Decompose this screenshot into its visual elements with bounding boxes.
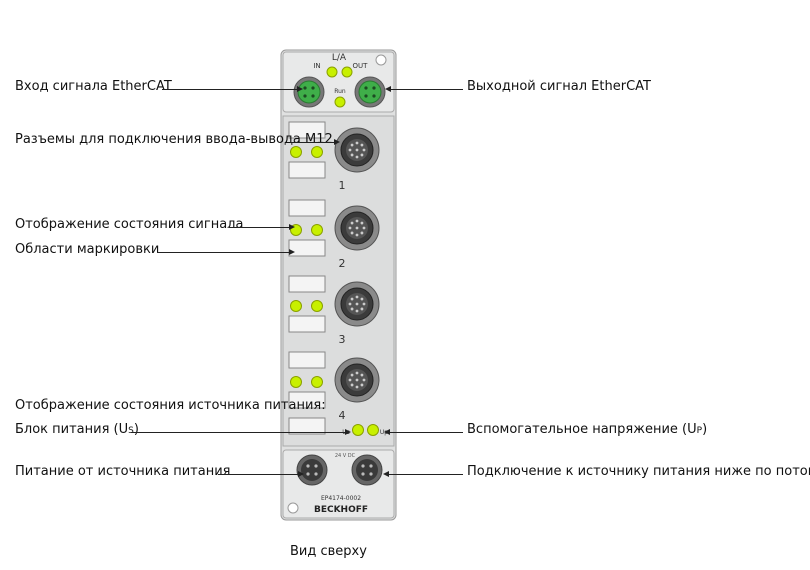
status-led	[311, 146, 323, 158]
caption-top-view: Вид сверху	[290, 544, 367, 559]
status-led	[290, 146, 302, 158]
marking-area	[288, 161, 326, 179]
marking-area	[288, 391, 326, 409]
io-port-group-4: 4	[288, 351, 380, 422]
led-la-out	[341, 66, 353, 78]
leader-power-up	[390, 432, 463, 433]
leader-power-downstream	[389, 474, 463, 475]
arrow-power-us	[345, 429, 351, 435]
arrow-marking-areas	[289, 249, 295, 255]
out-label: OUT	[353, 62, 369, 70]
leader-m12	[290, 142, 334, 143]
status-led	[290, 376, 302, 388]
arrow-power-supply	[298, 471, 304, 477]
led-up	[367, 424, 379, 436]
led-run	[334, 96, 346, 108]
io-port-group-1: 1	[288, 121, 380, 192]
led-us	[352, 424, 364, 436]
io-port-group-2: 2	[288, 199, 380, 270]
in-label: IN	[313, 62, 320, 70]
marking-area-power	[288, 417, 326, 435]
arrow-power-downstream	[383, 471, 389, 477]
status-led	[311, 224, 323, 236]
model-label: EP4174-0002	[321, 495, 361, 502]
label-marking-areas: Области маркировки	[15, 242, 160, 257]
io-port-group-3: 3	[288, 275, 380, 346]
led-la-in	[326, 66, 338, 78]
mount-hole-top	[375, 54, 387, 66]
la-label: L/A	[332, 53, 347, 63]
marking-area	[288, 199, 326, 217]
port-number: 3	[339, 333, 346, 346]
leader-ethercat-out	[391, 89, 463, 90]
arrow-ethercat-out	[385, 86, 391, 92]
marking-area	[288, 121, 326, 139]
marking-area	[288, 239, 326, 257]
port-number: 1	[339, 179, 346, 192]
brand-label: BECKHOFF	[314, 505, 368, 515]
marking-area	[288, 275, 326, 293]
mount-hole-bottom	[287, 502, 299, 514]
label-m12-connectors: Разъемы для подключения ввода-вывода M12	[15, 132, 333, 147]
voltage-label: 24 V DC	[335, 453, 356, 459]
arrow-power-up	[384, 429, 390, 435]
status-led	[290, 300, 302, 312]
status-led	[311, 300, 323, 312]
label-power-up: Вспомогательное напряжение (UP)	[467, 422, 708, 437]
leader-signal-status	[229, 227, 289, 228]
label-ethercat-out: Выходной сигнал EtherCAT	[467, 79, 651, 94]
status-led	[311, 376, 323, 388]
label-power-us: Блок питания (US)	[15, 422, 139, 437]
marking-area	[288, 351, 326, 369]
run-label: Run	[334, 88, 346, 95]
leader-power-supply	[218, 474, 298, 475]
port-number: 2	[339, 257, 346, 270]
label-power-supply: Питание от источника питания	[15, 464, 231, 479]
marking-area	[288, 315, 326, 333]
leader-ethercat-in	[162, 89, 297, 90]
arrow-m12	[334, 139, 340, 145]
label-ethercat-in: Вход сигнала EtherCAT	[15, 79, 172, 94]
label-power-downstream: Подключение к источнику питания ниже по …	[467, 464, 810, 479]
leader-marking-areas	[157, 252, 289, 253]
port-number: 4	[339, 409, 346, 422]
arrow-signal-status	[289, 224, 295, 230]
leader-power-us	[131, 432, 345, 433]
label-signal-status: Отображение состояния сигнала	[15, 217, 244, 232]
arrow-ethercat-in	[297, 86, 303, 92]
label-power-status: Отображение состояния источника питания:	[15, 398, 326, 413]
